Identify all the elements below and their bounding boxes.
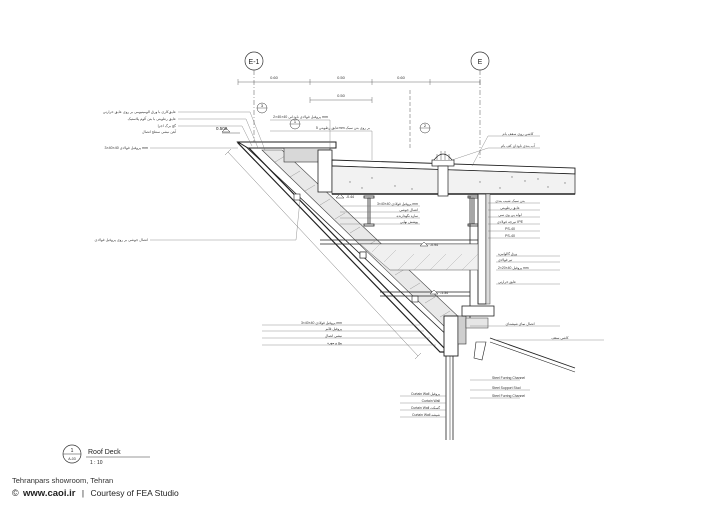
label-mid-right-2: تیر فولادی [498, 258, 512, 262]
ceiling-layers [320, 239, 479, 297]
credit-site-link[interactable]: www.caoi.ir [23, 488, 76, 499]
section-mark-1: 3 [256, 102, 268, 114]
label-left-6: اتصال جوشی بر روی پروفیل فولادی [95, 237, 148, 242]
detail-number: 1 [71, 448, 74, 454]
label-curtain-2: Curtain Wall [422, 399, 441, 403]
section-mark-2-label: 2 [424, 124, 426, 128]
grid-bubble-e: E [470, 51, 490, 71]
leader-lines-bottom-left [262, 324, 436, 346]
section-mark-3-label: 1 [294, 120, 296, 124]
section-mark-1-label: 3 [261, 104, 263, 108]
label-top-1: پروفیل فولادی ناودانی 40×40×2 mm [273, 114, 328, 119]
detail-sheet: A-03 [68, 457, 75, 461]
project-caption: Tehranpars showroom, Tehran [12, 476, 114, 485]
section-mark-3: 1 [289, 118, 301, 130]
label-bottom-left-4: پیچ و مهره [327, 341, 342, 345]
grid-bubble-e1: E-1 [244, 51, 264, 71]
label-bottom-right-4: Steel Support Stud [492, 386, 521, 390]
level-markers [335, 193, 439, 295]
label-mid-right-4: عایق حرارتی [498, 280, 516, 284]
curtain-wall-connection [443, 305, 576, 440]
level-2-label: -0.94 [430, 243, 438, 247]
label-left-2: عایق رطوبتی با بتن آلوم پلاستیک [128, 116, 176, 121]
label-right-3: بتن سبک شیب بندی [495, 198, 525, 203]
label-right-2: آب بندی ناودان کف بام [501, 143, 536, 148]
leader-lines-right [451, 135, 540, 239]
label-bottom-right-3: Steel Furring Channel [492, 376, 525, 380]
dimension-2: 0.50 [337, 75, 346, 80]
label-left-4: آهن نبشی سطح اتصال [142, 129, 177, 134]
detail-title: Roof Deck [88, 449, 121, 456]
level-top-label: 0.500 [216, 126, 228, 131]
label-left-3: گچ برگ اجرا [158, 123, 177, 128]
credit-line: © www.caoi.ir | Courtesy of FEA Studio [12, 488, 179, 499]
credit-text: Courtesy of FEA Studio [90, 488, 179, 498]
label-right-7: PS-40 [505, 227, 515, 231]
label-left-5: پروفیل فولادی 40×40×3 mm [105, 145, 149, 150]
label-mid-1: پروفیل فولادی 40×40×3 mm [377, 202, 418, 206]
label-curtain-4: Curtain Wall شیشه [412, 413, 440, 417]
label-bottom-right-5: Steel Furring Channel [492, 394, 525, 398]
label-top-2: عایق رطوبتی 5mm بر روی بتن سبک [316, 125, 370, 130]
dimension-4: 0.50 [337, 93, 346, 98]
section-mark-2: 2 [419, 122, 431, 134]
roof-drain [431, 151, 455, 197]
label-curtain-1: Curtain Wall پروفیل [411, 392, 440, 396]
label-right-5: لوله پی وی سی [498, 212, 522, 217]
label-mid-4: پوشش نهایی [400, 220, 418, 224]
detail-scale: 1 : 10 [90, 460, 103, 466]
dimension-3: 0.60 [397, 75, 406, 80]
level-marker-top: 0.500 [216, 126, 240, 134]
level-1-label: -0.44 [346, 195, 354, 199]
level-3-label: -1.34 [440, 291, 448, 295]
label-right-6: تیرچه فولادی IPE [497, 219, 524, 224]
label-right-8: PS-40 [505, 234, 515, 238]
label-curtain-3: Curtain Wall گسکت [411, 406, 441, 410]
label-mid-3: سازه نگهدارنده [397, 214, 419, 218]
dimension-1: 0.60 [270, 75, 279, 80]
leader-lines-left [150, 111, 301, 241]
sloped-facade-panel [224, 142, 463, 360]
label-bottom-right-1: اتصال نمای شیشه‌ای [505, 322, 534, 326]
label-mid-right-3: پروفیل 40×20×2 mm [498, 266, 529, 270]
label-bottom-right-2: کاشی سقف [551, 336, 569, 340]
label-left-1: عایق‌کاری با ورق الومینیومی بر روی عایق … [103, 109, 176, 114]
leader-lines-curtain [400, 395, 446, 418]
label-mid-right-1: ورق گالوانیزه [498, 252, 517, 256]
detail-title-block: 1 A-03 Roof Deck 1 : 10 [62, 444, 150, 466]
label-bottom-left-2: پروفیل قائم [326, 327, 343, 331]
grid-label-e: E [478, 59, 483, 66]
dimension-lines [237, 79, 481, 103]
label-bottom-left-1: پروفیل فولادی 40×40×3 mm [301, 321, 342, 325]
label-right-4: عایق رطوبتی [500, 205, 520, 210]
credit-separator: | [81, 488, 85, 498]
label-mid-2: اتصال جوشی [399, 208, 418, 212]
leader-lines-mid [340, 205, 560, 285]
label-bottom-left-3: نبشی اتصال [325, 334, 342, 338]
roof-slab [331, 159, 576, 195]
leader-lines-bottom-right [470, 325, 604, 399]
copyright-icon: © [12, 488, 19, 498]
leader-lines-top [270, 119, 373, 160]
label-right-1: کاشی روی سقف بام [503, 131, 534, 136]
grid-label-e1: E-1 [249, 59, 260, 66]
steel-beams [363, 195, 479, 227]
